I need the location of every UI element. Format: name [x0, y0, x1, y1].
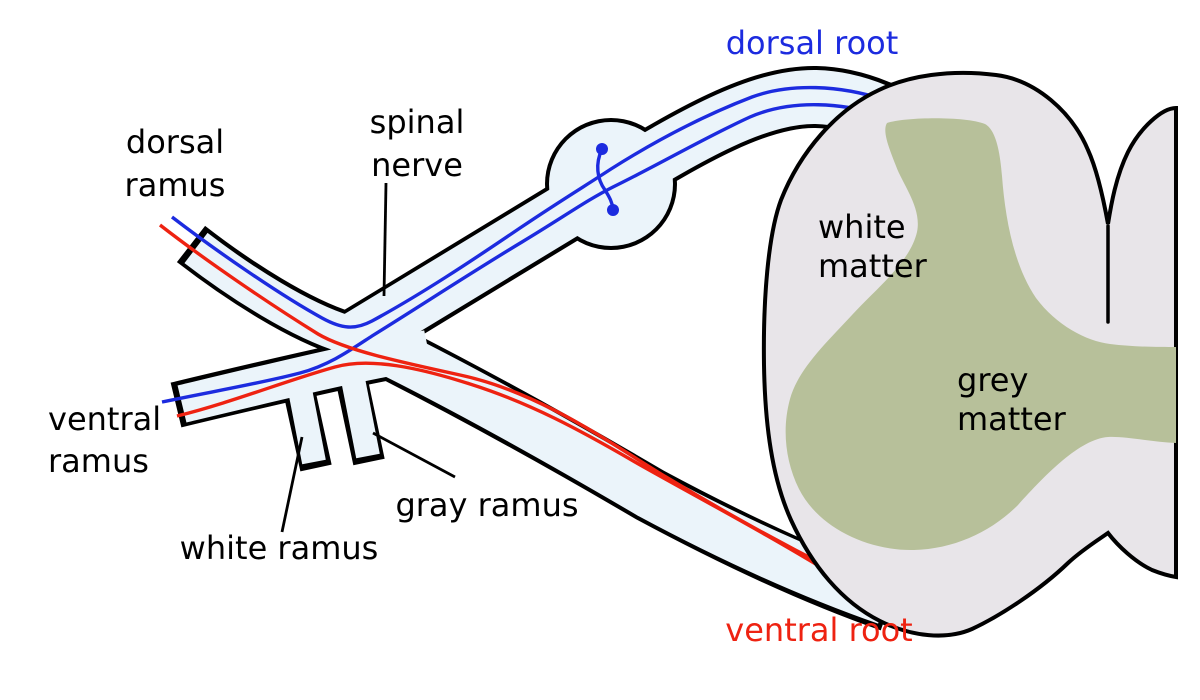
leader-lines — [280, 182, 456, 533]
sensory-fiber-ventral-ramus — [161, 103, 883, 404]
motor-fiber-ventral-ramus — [176, 361, 846, 584]
label-dorsal-ramus-line1: dorsal — [126, 123, 224, 161]
label-gray-ramus: gray ramus — [395, 486, 578, 524]
label-spinal-nerve-line2: nerve — [371, 146, 463, 184]
gray-ramus-stub-fill — [338, 361, 380, 459]
ganglion-neuron-soma-bottom — [607, 204, 619, 216]
sensory-fiber-dorsal-ramus — [170, 85, 886, 329]
ganglion-neuron-process — [596, 148, 615, 210]
motor-fibers — [158, 223, 846, 584]
grey-matter-region — [785, 118, 1176, 551]
spinal-cord-section — [761, 70, 1178, 638]
label-dorsal-ramus-line2: ramus — [125, 166, 226, 204]
label-dorsal-root: dorsal root — [726, 24, 899, 62]
label-white-matter-line2: matter — [818, 247, 928, 285]
ventral-root-fill — [381, 331, 894, 624]
label-spinal-nerve-line1: spinal — [370, 103, 465, 141]
label-ventral-root: ventral root — [725, 611, 912, 649]
spinal-nerve-leader-line — [382, 182, 388, 297]
ganglion-neuron-soma-top — [596, 143, 608, 155]
sensory-fibers — [161, 85, 886, 404]
label-white-ramus: white ramus — [180, 529, 379, 567]
white-ramus-stub-fill — [283, 361, 326, 465]
label-grey-matter-line1: grey — [957, 361, 1028, 399]
label-ventral-ramus-line1: ventral — [48, 400, 161, 438]
label-grey-matter-line2: matter — [957, 400, 1067, 438]
label-white-matter-line1: white — [818, 208, 906, 246]
labels: dorsal ramus spinal nerve dorsal root ve… — [48, 24, 1067, 649]
white-ramus-leader-line — [280, 436, 304, 533]
label-ventral-ramus-line2: ramus — [48, 442, 149, 480]
gray-ramus-leader-line — [372, 431, 456, 479]
